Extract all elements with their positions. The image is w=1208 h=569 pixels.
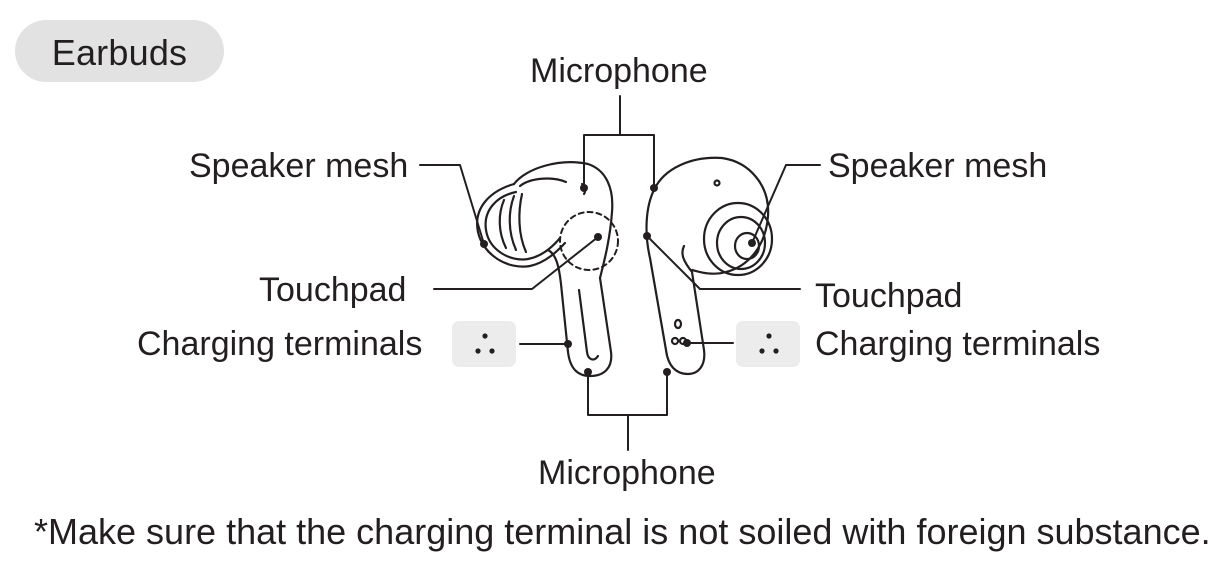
label-charging-terminals-left: Charging terminals xyxy=(137,325,423,363)
right-earbud-illustration xyxy=(645,156,774,376)
charging-terminal-icon-left xyxy=(452,321,516,367)
section-title-pill: Earbuds xyxy=(15,20,224,82)
leader-lines xyxy=(419,95,821,451)
label-speaker-mesh-left: Speaker mesh xyxy=(189,147,409,185)
label-speaker-mesh-right: Speaker mesh xyxy=(828,147,1048,185)
charging-terminal-icon-right xyxy=(736,321,800,367)
label-charging-terminals-right: Charging terminals xyxy=(815,325,1101,363)
label-touchpad-right: Touchpad xyxy=(815,277,963,315)
footnote: *Make sure that the charging terminal is… xyxy=(34,511,1208,552)
section-title: Earbuds xyxy=(51,32,188,73)
leader-dots xyxy=(480,184,756,376)
label-touchpad-left: Touchpad xyxy=(259,271,407,309)
label-microphone-top: Microphone xyxy=(530,52,708,90)
label-microphone-bottom: Microphone xyxy=(538,454,716,492)
left-earbud-illustration xyxy=(476,161,619,378)
terminal-dots-icon xyxy=(759,333,779,354)
terminal-dots-icon xyxy=(475,333,495,354)
